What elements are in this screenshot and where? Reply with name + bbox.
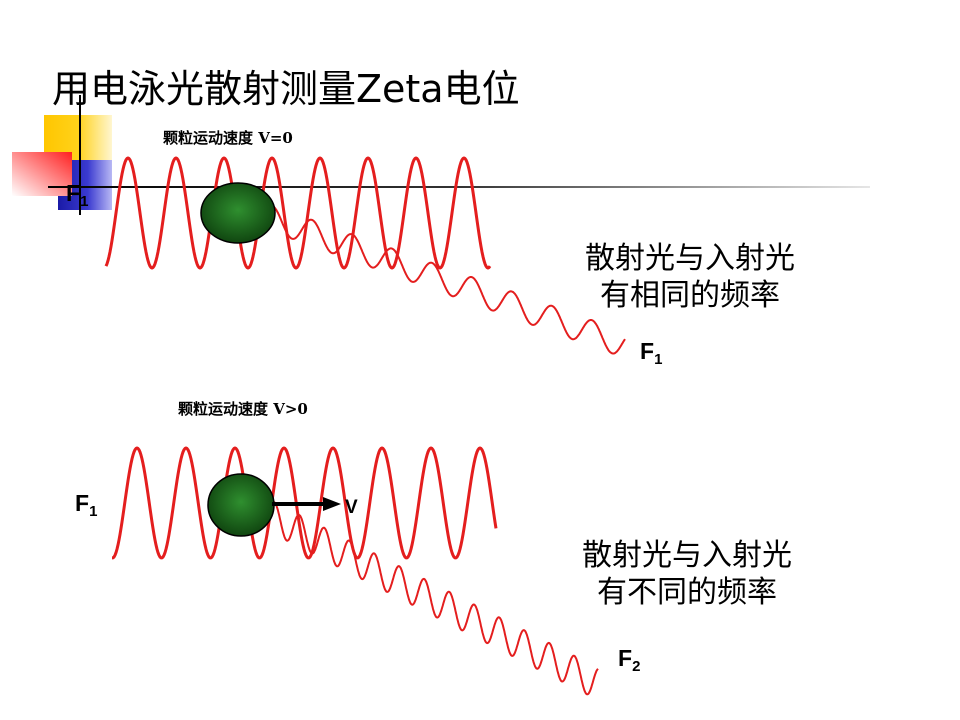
velocity-arrow-head bbox=[323, 497, 341, 511]
caption-line: 有相同的频率 bbox=[600, 278, 780, 313]
frequency-symbol: F bbox=[66, 180, 81, 206]
frequency-subscript: 1 bbox=[89, 503, 98, 520]
incident-wave-moving bbox=[111, 446, 498, 560]
frequency-subscript: 1 bbox=[654, 351, 663, 368]
incident-wave-static bbox=[104, 156, 492, 270]
caption-line: 散射光与入射光 bbox=[585, 241, 795, 276]
scattered-wave-static bbox=[261, 204, 626, 355]
frequency-symbol: F bbox=[618, 645, 633, 671]
caption-line: 散射光与入射光 bbox=[582, 538, 792, 573]
caption-moving: 散射光与入射光 有不同的频率 bbox=[572, 537, 802, 611]
frequency-symbol: F bbox=[640, 338, 655, 364]
frequency-symbol: F bbox=[75, 490, 90, 516]
slide-title: 用电泳光散射测量Zeta电位 bbox=[52, 67, 520, 111]
frequency-subscript: 1 bbox=[80, 193, 89, 210]
velocity-label-moving: 颗粒运动速度 V>0 bbox=[178, 400, 308, 418]
velocity-arrow-label: V bbox=[345, 497, 358, 518]
scattered-frequency-label-static: F1 bbox=[640, 338, 662, 367]
decor-square-red bbox=[12, 152, 72, 196]
caption-static: 散射光与入射光 有相同的频率 bbox=[575, 240, 805, 314]
velocity-label-static: 颗粒运动速度 V=0 bbox=[163, 129, 293, 147]
incident-frequency-label-static: F1 bbox=[66, 180, 88, 209]
caption-line: 有不同的频率 bbox=[597, 575, 777, 610]
particle-moving bbox=[207, 473, 275, 537]
particle-static bbox=[200, 182, 276, 244]
scattered-frequency-label-moving: F2 bbox=[618, 645, 640, 674]
scattered-wave-moving bbox=[267, 501, 599, 696]
decor-horizontal-line bbox=[48, 186, 870, 188]
frequency-subscript: 2 bbox=[632, 658, 641, 675]
incident-frequency-label-moving: F1 bbox=[75, 490, 97, 519]
